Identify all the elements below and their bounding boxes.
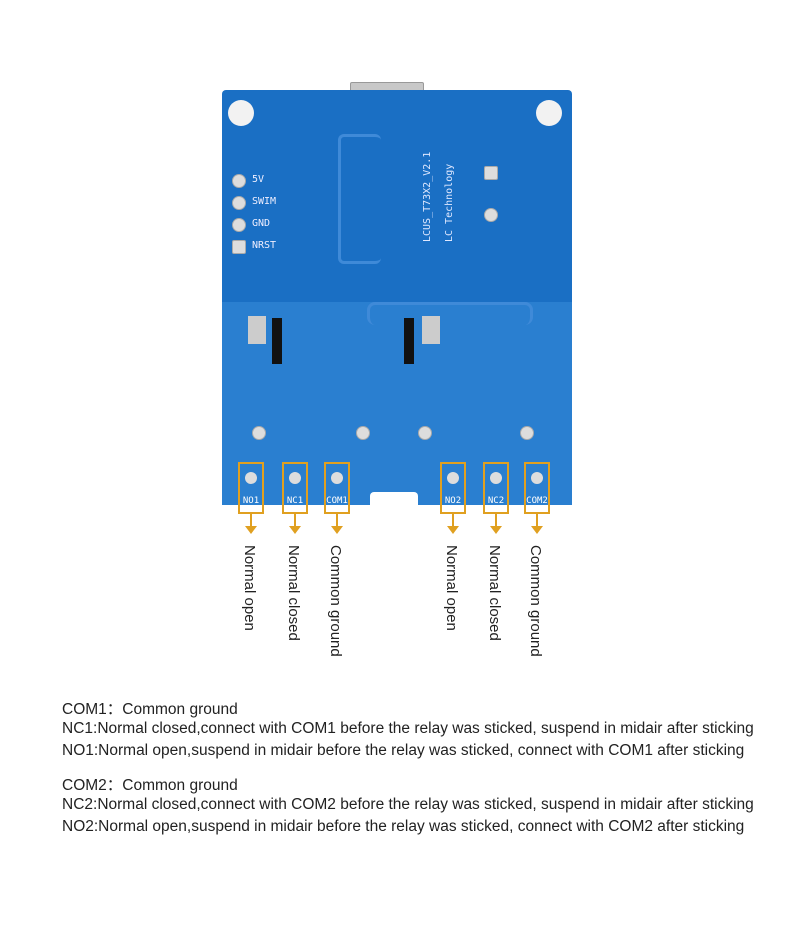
terminal-nc2: NC2	[483, 462, 509, 514]
arrow-down-icon	[289, 514, 301, 534]
relay-pin	[418, 426, 432, 440]
pin-pad	[232, 196, 246, 210]
arrow-down-icon	[245, 514, 257, 534]
pin-pad	[232, 240, 246, 254]
arrow-down-icon	[447, 514, 459, 534]
mounting-hole	[536, 100, 562, 126]
pcb-trace	[367, 302, 533, 325]
callout-com1: Common ground	[327, 545, 344, 657]
pcb-board: 5V SWIM GND NRST LCUS_T73X2_V2.1 LC Tech…	[222, 90, 572, 505]
desc-nc2: NC2:Normal closed,connect with COM2 befo…	[62, 796, 754, 813]
component-pad	[484, 208, 498, 222]
component-pad	[484, 166, 498, 180]
mounting-hole	[228, 100, 254, 126]
relay-pin	[356, 426, 370, 440]
relay-contact	[404, 318, 414, 364]
relay-pin	[252, 426, 266, 440]
terminal-nc1: NC1	[282, 462, 308, 514]
terminal-no2: NO2	[440, 462, 466, 514]
desc-no2: NO2:Normal open,suspend in midair before…	[62, 818, 745, 835]
pin-pad	[232, 174, 246, 188]
relay-contact	[272, 318, 282, 364]
board-maker-label: LC Technology	[444, 163, 455, 242]
arrow-down-icon	[490, 514, 502, 534]
terminal-no1: NO1	[238, 462, 264, 514]
relay-pin	[520, 426, 534, 440]
pin-label-gnd: GND	[252, 218, 271, 229]
pin-label-nrst: NRST	[252, 240, 277, 251]
desc-com2: COM2：Common ground	[62, 777, 238, 794]
callout-no2: Normal open	[443, 545, 460, 631]
relay-pad	[422, 316, 440, 344]
pin-pad	[232, 218, 246, 232]
pcb-trace	[338, 134, 381, 264]
terminal-com2: COM2	[524, 462, 550, 514]
callout-com2: Common ground	[527, 545, 544, 657]
desc-nc1: NC1:Normal closed,connect with COM1 befo…	[62, 720, 754, 737]
arrow-down-icon	[331, 514, 343, 534]
arrow-down-icon	[531, 514, 543, 534]
relay-pad	[248, 316, 266, 344]
board-notch	[370, 492, 418, 508]
desc-com1: COM1：Common ground	[62, 701, 238, 718]
board-model-label: LCUS_T73X2_V2.1	[422, 151, 433, 242]
terminal-com1: COM1	[324, 462, 350, 514]
desc-no1: NO1:Normal open,suspend in midair before…	[62, 742, 745, 759]
pin-label-5v: 5V	[252, 174, 265, 185]
callout-no1: Normal open	[241, 545, 258, 631]
callout-nc1: Normal closed	[285, 545, 302, 641]
pin-label-swim: SWIM	[252, 196, 277, 207]
callout-nc2: Normal closed	[486, 545, 503, 641]
